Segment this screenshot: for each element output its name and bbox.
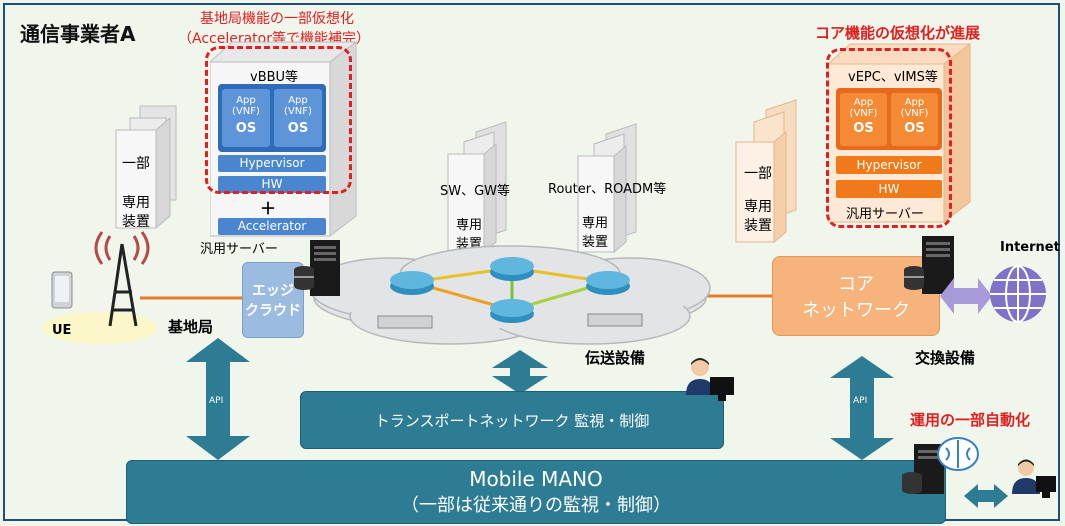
core-vnf-1-os: OS: [853, 121, 874, 136]
core-virtualization-highlight: [826, 48, 952, 228]
mano-ops-arrow: [964, 484, 1008, 508]
core-note: コア機能の仮想化が進展: [815, 24, 981, 42]
bbu-vnf-2-os: OS: [287, 121, 309, 136]
base-station-label: 基地局: [168, 318, 214, 336]
bbu-accelerator: Accelerator: [218, 218, 326, 235]
api-arrow-right: [830, 356, 894, 460]
right-dedicated-line3: 装置: [744, 218, 772, 234]
router-boxes: [577, 123, 637, 254]
bbu-vnf-2-app: App (VNF): [284, 95, 312, 117]
right-dedicated-boxes: [735, 99, 797, 244]
transport-arrow: [492, 350, 548, 394]
bbu-note-line1: 基地局機能の一部仮想化: [200, 11, 354, 27]
operator-icon-transport: [686, 358, 734, 401]
signal-waves-icon: [94, 231, 150, 265]
edge-cloud-line1: エッジ: [252, 283, 294, 299]
bbu-vnf-1: App (VNF) OS: [222, 89, 270, 147]
brain-icon: [937, 437, 979, 471]
mobile-mano-panel: Mobile MANO （一部は従来通りの監視・制御）: [126, 460, 946, 524]
right-dedicated-line2: 専用: [744, 199, 772, 215]
left-dedicated-line3: 装置: [122, 214, 150, 230]
core-network-line2: ネットワーク: [802, 300, 910, 321]
bbu-plus: ＋: [260, 199, 277, 218]
router-icon-1: [390, 271, 434, 295]
base-station-area: [42, 231, 158, 344]
ops-note: 運用の一部自動化: [910, 411, 1031, 429]
router-icon-4: [490, 299, 534, 323]
core-server-title: vEPC、vIMS等: [848, 70, 938, 85]
ue-label: UE: [52, 323, 72, 338]
router-icon-3: [586, 271, 630, 295]
bbu-vnf-1-os: OS: [235, 121, 257, 136]
transport-panel-label: トランスポートネットワーク 監視・制御: [374, 411, 650, 430]
core-hw: HW: [836, 180, 942, 198]
operator-icon-automation: [1012, 459, 1056, 498]
left-dedicated-boxes: [115, 105, 177, 230]
automation-server-icon: [902, 437, 979, 494]
swgw-title: SW、GW等: [440, 184, 511, 199]
roadm-unit-2: [587, 313, 643, 327]
transport-cloud: [309, 245, 711, 345]
tower-icon: [108, 243, 138, 327]
swgw-boxes: [447, 121, 507, 254]
ue-coverage: [42, 312, 158, 344]
left-dedicated-line2: 専用: [122, 195, 150, 211]
router-icons: [390, 257, 630, 323]
router-line1: 専用: [582, 216, 609, 231]
bbu-hypervisor: Hypervisor: [218, 155, 326, 172]
core-server-caption: 汎用サーバー: [846, 207, 924, 222]
bbu-server-caption: 汎用サーバー: [200, 242, 278, 257]
mano-line2: （一部は従来通りの監視・制御）: [401, 495, 671, 516]
right-dedicated-line1: 一部: [744, 166, 772, 182]
globe-icon: [990, 265, 1046, 323]
core-vnf-1: App (VNF) OS: [840, 93, 887, 146]
core-internet-arrow: [940, 278, 992, 314]
core-server-icon: [904, 236, 954, 294]
bbu-vnf-1-app: App (VNF): [232, 95, 260, 117]
exchange-label: 交換設備: [915, 349, 976, 367]
left-dedicated-line1: 一部: [122, 156, 150, 172]
router-icon-2: [490, 257, 534, 281]
core-hypervisor: Hypervisor: [836, 156, 942, 174]
internet-label: Internet: [1000, 240, 1060, 255]
roadm-unit-1: [377, 315, 433, 329]
router-title: Router、ROADM等: [548, 182, 667, 197]
transport-control-panel: トランスポートネットワーク 監視・制御: [300, 391, 724, 449]
api-arrow-left: [186, 338, 250, 460]
bbu-virtualization-highlight: [205, 46, 352, 194]
swgw-line1: 専用: [456, 218, 483, 233]
mano-line1: Mobile MANO: [469, 467, 603, 491]
api-left-label: API: [209, 396, 224, 406]
core-vnf-2: App (VNF) OS: [891, 93, 938, 146]
core-vnf-2-os: OS: [904, 121, 925, 136]
edge-cloud-node: エッジ クラウド: [242, 262, 304, 338]
bbu-vnf-2: App (VNF) OS: [274, 89, 322, 147]
router-line2: 装置: [582, 235, 609, 250]
internet-area: [940, 265, 1046, 323]
transport-label: 伝送設備: [585, 349, 646, 367]
api-right-label: API: [853, 396, 868, 406]
operator-title: 通信事業者A: [20, 22, 136, 46]
core-network-line1: コア: [838, 274, 874, 295]
edge-server-icon: [294, 240, 340, 296]
core-vnf-1-app: App (VNF): [849, 97, 878, 119]
core-vnf-2-app: App (VNF): [900, 97, 929, 119]
bbu-server-title: vBBU等: [250, 70, 299, 85]
edge-cloud-line2: クラウド: [245, 303, 301, 319]
bbu-hw: HW: [218, 176, 326, 193]
